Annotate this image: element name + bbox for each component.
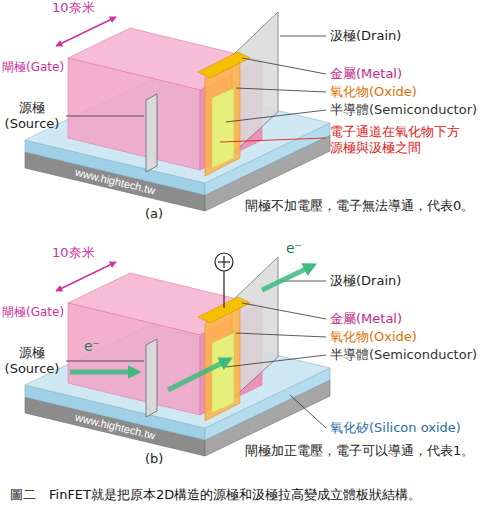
electron-arrow xyxy=(262,266,312,290)
state-note: 閘極不加電壓，電子無法導通，代表0。 xyxy=(245,198,474,214)
dimension-label: 10奈米 xyxy=(52,0,95,16)
watermark: www.hightech.tw xyxy=(74,165,157,197)
figure-tag: (a) xyxy=(145,206,163,222)
leader-line xyxy=(290,395,326,428)
gate-wire xyxy=(223,271,224,308)
positive-voltage-symbol xyxy=(223,256,224,268)
drain-label: 汲極(Drain) xyxy=(330,273,401,289)
electron-arrow xyxy=(168,360,228,390)
oxide-label: 氧化物(Oxide) xyxy=(330,84,417,100)
silicon-oxide-label: 氧化矽(Silicon oxide) xyxy=(330,420,461,436)
gate-label: 閘極(Gate) xyxy=(2,305,64,320)
semiconductor-label: 半導體(Semiconductor) xyxy=(330,347,477,363)
gate-label: 閘極(Gate) xyxy=(2,60,64,75)
semiconductor-label: 半導體(Semiconductor) xyxy=(330,102,477,118)
watermark: www.hightech.tw xyxy=(74,410,157,442)
electron-label: e⁻ xyxy=(84,338,100,356)
leader-line xyxy=(220,138,326,142)
source-label: 源極 (Source) xyxy=(2,100,62,131)
dimension-label: 10奈米 xyxy=(52,245,95,261)
metal-label: 金屬(Metal) xyxy=(330,311,402,327)
figure-tag: (b) xyxy=(145,451,163,467)
positive-voltage-symbol xyxy=(215,253,233,271)
finfet-off xyxy=(25,12,330,211)
metal-label: 金屬(Metal) xyxy=(330,66,402,82)
state-note: 閘極加正電壓，電子可以導通，代表1。 xyxy=(245,443,474,459)
oxide-label: 氧化物(Oxide) xyxy=(330,329,417,345)
channel-note: 電子通道在氧化物下方 源極與汲極之間 xyxy=(330,124,464,155)
electron-arrow xyxy=(70,370,136,375)
drain-label: 汲極(Drain) xyxy=(330,28,401,44)
finfet-on xyxy=(25,257,330,456)
figure-caption: 圖二 FinFET就是把原本2D構造的源極和汲極拉高變成立體板狀結構。 xyxy=(10,487,421,503)
source-label: 源極 (Source) xyxy=(2,345,62,376)
electron-label: e⁻ xyxy=(286,240,302,258)
